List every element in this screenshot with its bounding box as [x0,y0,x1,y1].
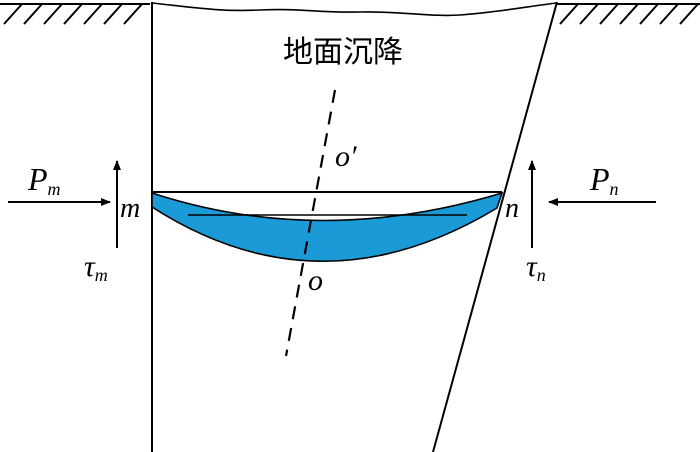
subsidence-title: 地面沉降 [283,35,403,70]
label-P-m: Pm [27,161,61,199]
label-n: n [505,193,519,224]
label-tau-m: τm [84,250,108,285]
label-P-m-sub: m [48,179,61,199]
label-tau-m-sub: m [95,265,108,285]
label-tau-m-main: τ [84,250,96,283]
label-m: m [120,193,140,224]
label-tau-n-sub: n [537,265,546,285]
label-o: o [308,264,323,297]
label-tau-n: τn [526,250,546,285]
label-P-n-sub: n [610,179,619,199]
label-P-m-main: P [27,161,48,197]
label-tau-n-main: τ [526,250,538,283]
ground-hatch-left [0,3,150,25]
right-wall [432,1,558,452]
dashed-axis [284,89,337,357]
subsided-ground-surface [151,2,558,17]
label-P-n-main: P [589,161,610,197]
ground-hatch-right [557,3,700,25]
label-P-n: Pn [589,161,619,199]
sagging-slab [151,191,504,263]
label-o-prime: o′ [335,140,357,173]
